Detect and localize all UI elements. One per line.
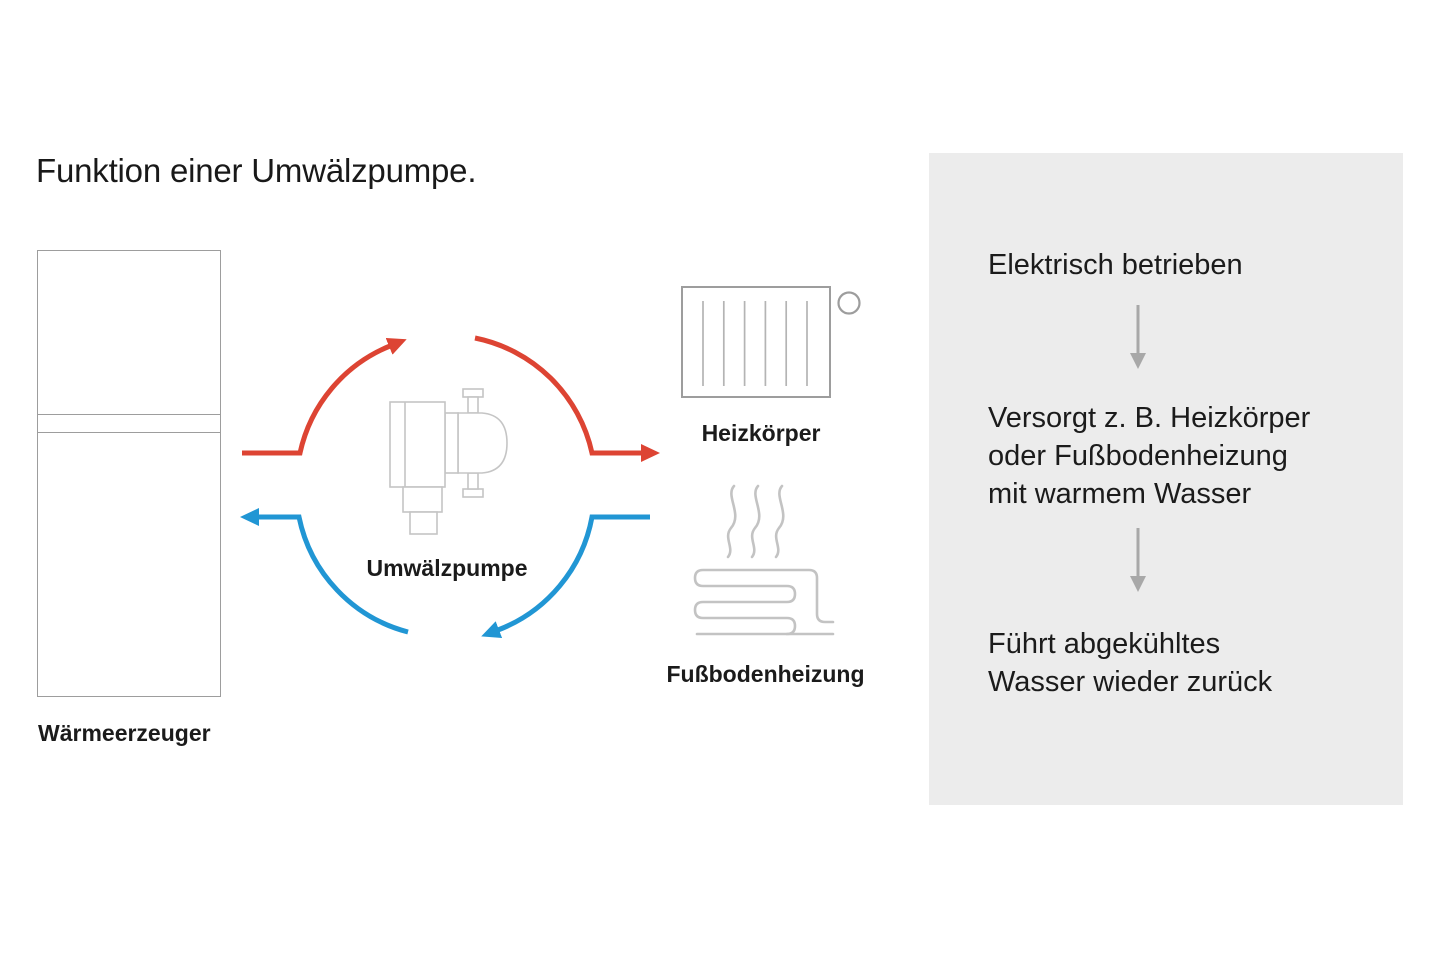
panel-step-return: Führt abgekühltes Wasser wieder zurück — [988, 628, 1273, 698]
cold-flow-arrow-left — [240, 508, 409, 635]
panel-step-supply: Versorgt z. B. Heizkörper oder Fußbodenh… — [988, 402, 1311, 510]
radiator-icon — [681, 286, 861, 398]
info-panel: Elektrisch betrieben Versorgt z. B. Heiz… — [929, 153, 1403, 805]
pump-label: Umwälzpumpe — [366, 555, 528, 581]
boiler-divider-line — [38, 414, 220, 415]
hot-flow-arrow-left — [242, 338, 407, 456]
circulation-flow-arrows — [240, 335, 660, 639]
panel-step-electric: Elektrisch betrieben — [988, 249, 1243, 281]
down-arrow-icon — [1130, 305, 1146, 369]
down-arrow-icon — [1130, 528, 1146, 592]
floor-heating-label: Fußbodenheizung — [666, 661, 865, 687]
page-title: Funktion einer Umwälzpumpe. — [36, 152, 477, 189]
radiator-label: Heizkörper — [701, 420, 821, 446]
pump-icon — [389, 388, 508, 535]
hot-flow-arrow-right — [474, 335, 660, 462]
heat-generator-icon — [37, 250, 221, 697]
cold-flow-arrow-right — [481, 514, 650, 639]
floor-heating-icon — [693, 484, 835, 636]
boiler-divider-line — [38, 432, 220, 433]
heat-generator-label: Wärmeerzeuger — [38, 720, 211, 746]
